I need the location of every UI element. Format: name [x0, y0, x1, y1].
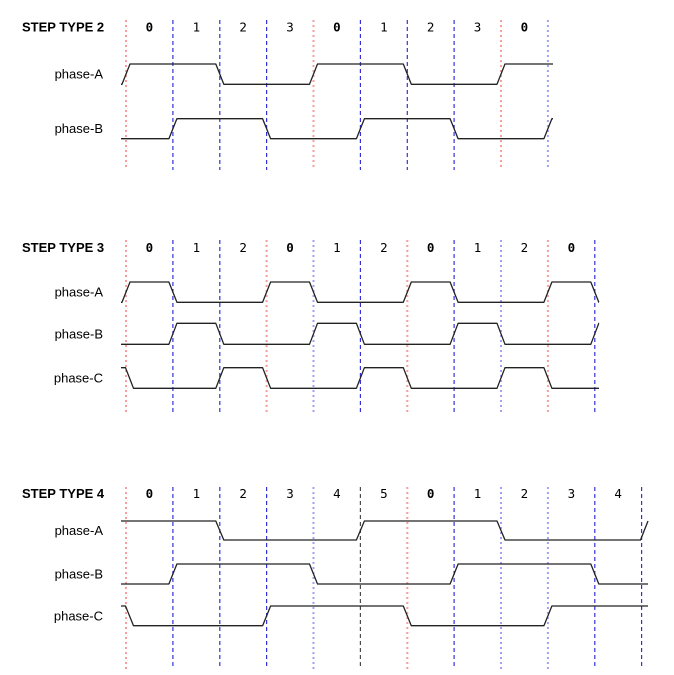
phase-label: phase-B [55, 567, 103, 582]
phase-label: phase-A [55, 67, 104, 82]
step-number: 0 [521, 20, 529, 35]
section-step-type-3: STEP TYPE 3 0 1 2 0 1 2 0 1 2 0 phase-A phase-B phase… [22, 240, 600, 412]
step-number: 0 [427, 486, 435, 501]
section-step-type-2: STEP TYPE 2 0 1 2 3 0 1 2 3 0 phase-A phase-B [22, 20, 553, 170]
phase-label: phase-A [55, 285, 104, 300]
step-number: 0 [146, 240, 154, 255]
phase-b-waveform [121, 563, 648, 585]
step-number: 3 [286, 486, 294, 501]
step-number: 0 [146, 486, 154, 501]
step-number: 3 [286, 20, 294, 35]
phase-b-waveform [121, 322, 600, 345]
step-number: 2 [239, 240, 247, 255]
step-number: 0 [427, 240, 435, 255]
step-number: 1 [193, 486, 201, 501]
phase-a-waveform [121, 520, 649, 541]
step-number: 1 [474, 486, 482, 501]
step-number: 4 [333, 486, 341, 501]
step-number: 1 [474, 240, 482, 255]
phase-c-waveform [121, 367, 599, 389]
step-number: 5 [380, 486, 388, 501]
step-number: 1 [333, 240, 341, 255]
step-number: 0 [146, 20, 154, 35]
step-number: 3 [568, 486, 576, 501]
section-title: STEP TYPE 3 [22, 240, 104, 255]
phase-a-waveform [121, 281, 600, 303]
section-step-type-4: STEP TYPE 4 0 1 2 3 4 5 0 1 2 3 4 phase-A phase-B phas… [22, 486, 649, 669]
step-number: 2 [521, 240, 529, 255]
phase-label: phase-B [55, 121, 103, 136]
step-number: 2 [239, 486, 247, 501]
phase-label: phase-C [54, 608, 103, 623]
step-number: 1 [193, 240, 201, 255]
phase-label: phase-B [55, 326, 103, 341]
step-number: 2 [427, 20, 435, 35]
phase-c-waveform [121, 605, 648, 627]
step-number: 0 [568, 240, 576, 255]
step-number: 0 [286, 240, 294, 255]
phase-label: phase-A [55, 523, 104, 538]
step-number: 1 [380, 20, 388, 35]
section-title: STEP TYPE 2 [22, 20, 104, 35]
step-number: 2 [521, 486, 529, 501]
phase-b-waveform [121, 118, 553, 140]
step-number: 0 [333, 20, 341, 35]
step-number: 3 [474, 20, 482, 35]
step-number: 2 [380, 240, 388, 255]
step-number: 1 [193, 20, 201, 35]
phase-a-waveform [121, 63, 553, 85]
phase-label: phase-C [54, 371, 103, 386]
step-number: 4 [614, 486, 622, 501]
step-number: 2 [239, 20, 247, 35]
section-title: STEP TYPE 4 [22, 486, 105, 501]
